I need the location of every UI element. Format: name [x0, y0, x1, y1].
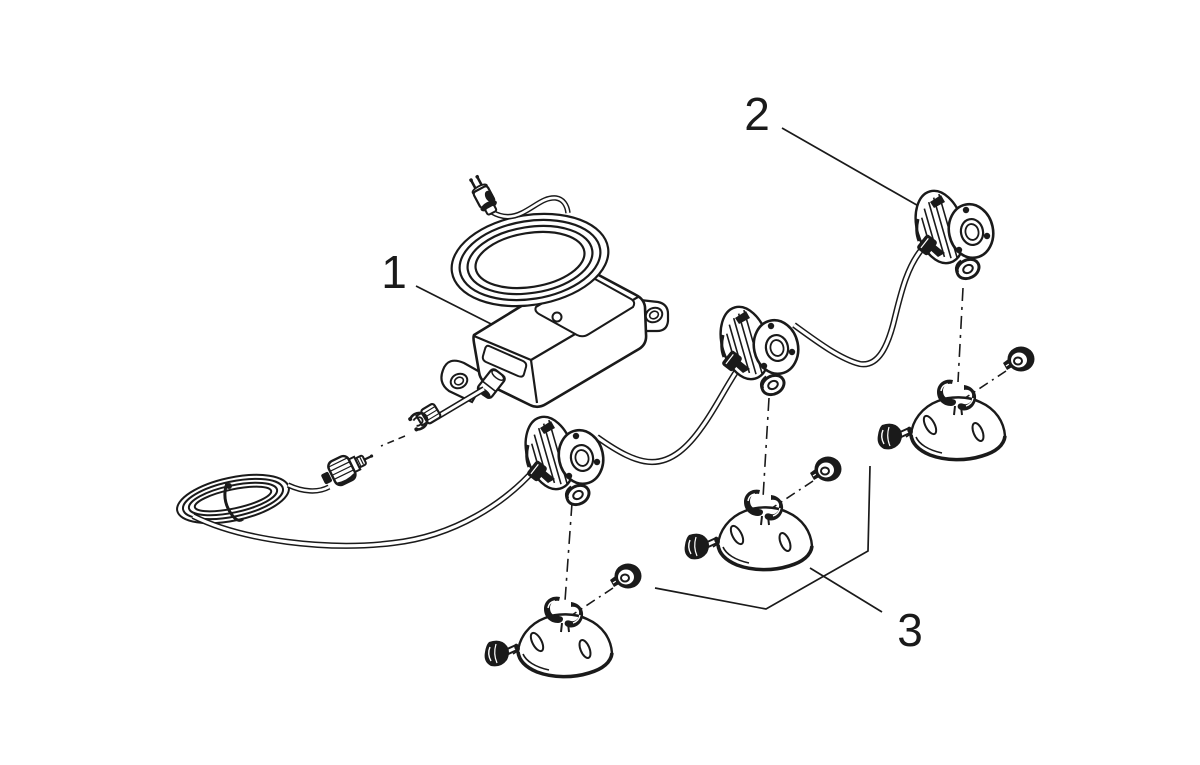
coupling-gap-dash: [380, 435, 406, 447]
spotlight-right: [905, 183, 1000, 285]
plug-cable: [490, 195, 571, 220]
coupling-socket: [408, 402, 442, 432]
suction-cup-left: [482, 561, 644, 679]
output-cable-gland: [476, 368, 506, 399]
bracket-line-3: [654, 465, 871, 610]
callout-leader-lines: [415, 127, 937, 613]
callout-label-3: 3: [897, 604, 923, 656]
callout-label-1: 1: [381, 246, 407, 298]
output-cable: [435, 386, 486, 420]
cable-tie: [223, 482, 244, 522]
suction-cup-right: [875, 344, 1037, 462]
leader-line-2: [781, 127, 937, 217]
cable-to-bundle: [286, 482, 331, 494]
cable-left-to-middle: [595, 364, 743, 466]
leader-line-3: [809, 567, 883, 613]
cable-middle-to-right: [792, 247, 925, 368]
coupling-plug: [321, 454, 374, 487]
slack-cable-bundle: [176, 473, 290, 525]
transformer-unit: [440, 268, 670, 409]
callout-label-2: 2: [744, 88, 770, 140]
leader-line-1: [415, 285, 500, 329]
mains-plug: [469, 175, 498, 216]
exploded-axis-lines: [564, 287, 964, 602]
transformer-front-recess: [481, 344, 528, 378]
mains-cable-coil: [450, 212, 610, 308]
supply-cable-sweep: [191, 466, 538, 549]
spotlight-left: [515, 409, 610, 511]
suction-cup-middle: [682, 454, 844, 572]
